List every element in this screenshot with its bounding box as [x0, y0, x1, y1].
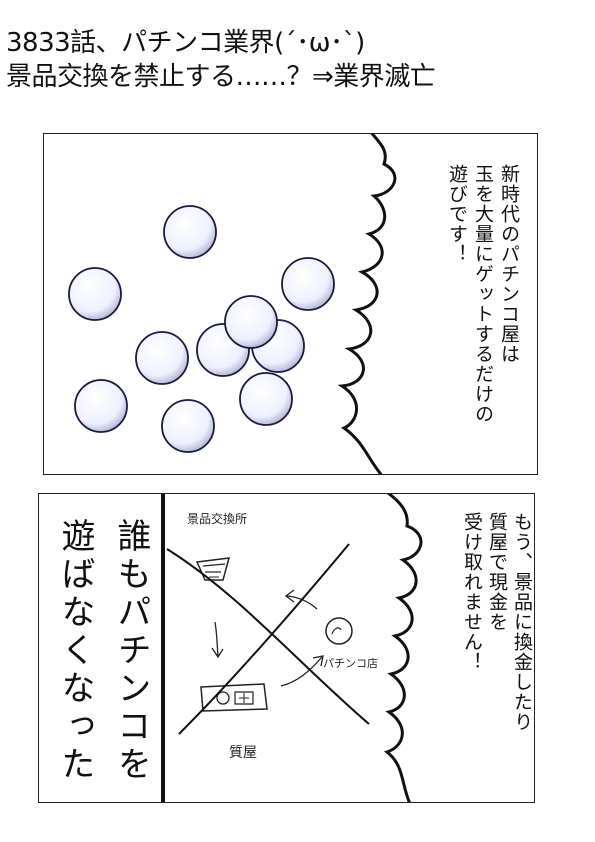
pachinko-ball-icon: [74, 379, 128, 433]
label-pachinko-parlor: パチンコ店: [323, 657, 378, 670]
pachinko-ball-small-icon: [325, 617, 353, 645]
panel1-text-column-3: 遊びです！: [446, 164, 468, 264]
comic-panel-1: 新時代のパチンコ屋は 玉を大量にゲットするだけの 遊びです！: [43, 133, 538, 475]
comic-panel-2: 景品交換所 パチンコ店 質屋 もう、景品に換金したり 質屋で現金を 受け取れませ…: [38, 493, 535, 803]
label-exchange-booth: 景品交換所: [187, 512, 248, 526]
pawn-shop-sign-icon: [200, 683, 268, 712]
panel2-artwork: [166, 494, 534, 802]
pachinko-ball-icon: [224, 295, 278, 349]
panel1-text-column-1: 新時代のパチンコ屋は: [498, 164, 520, 364]
panel-divider: [161, 494, 165, 802]
comic-title-line-1: 3833話、パチンコ業界(´･ω･`): [6, 28, 365, 58]
panel2-narration-column-1: 誰もパチンコを: [111, 518, 151, 784]
pachinko-ball-icon: [135, 331, 189, 385]
pachinko-ball-icon: [68, 267, 122, 321]
pachinko-ball-icon: [163, 205, 217, 259]
panel2-text-column-3: 受け取れません！: [461, 512, 483, 672]
pachinko-ball-icon: [161, 399, 215, 453]
panel1-artwork: [68, 134, 537, 474]
pachinko-ball-icon: [239, 372, 293, 426]
pachinko-balls-group: [68, 205, 335, 453]
flow-arrows: [211, 589, 324, 687]
exchange-booth-icon: [195, 557, 231, 581]
panel2-text-column-1: もう、景品に換金したり: [511, 512, 533, 732]
label-pawn-shop: 質屋: [229, 745, 257, 761]
pachinko-ball-icon: [281, 257, 335, 311]
cross-out-icon: [166, 543, 370, 735]
comic-title-line-2: 景品交換を禁止する……？⇒業界滅亡: [6, 62, 436, 92]
panel2-narration-column-2: 遊ばなくなった: [55, 518, 95, 784]
panel1-text-column-2: 玉を大量にゲットするだけの: [472, 164, 494, 424]
speech-bubble-cloud: [337, 134, 537, 474]
speech-bubble-cloud-2: [383, 494, 534, 802]
panel2-text-column-2: 質屋で現金を: [486, 512, 508, 632]
